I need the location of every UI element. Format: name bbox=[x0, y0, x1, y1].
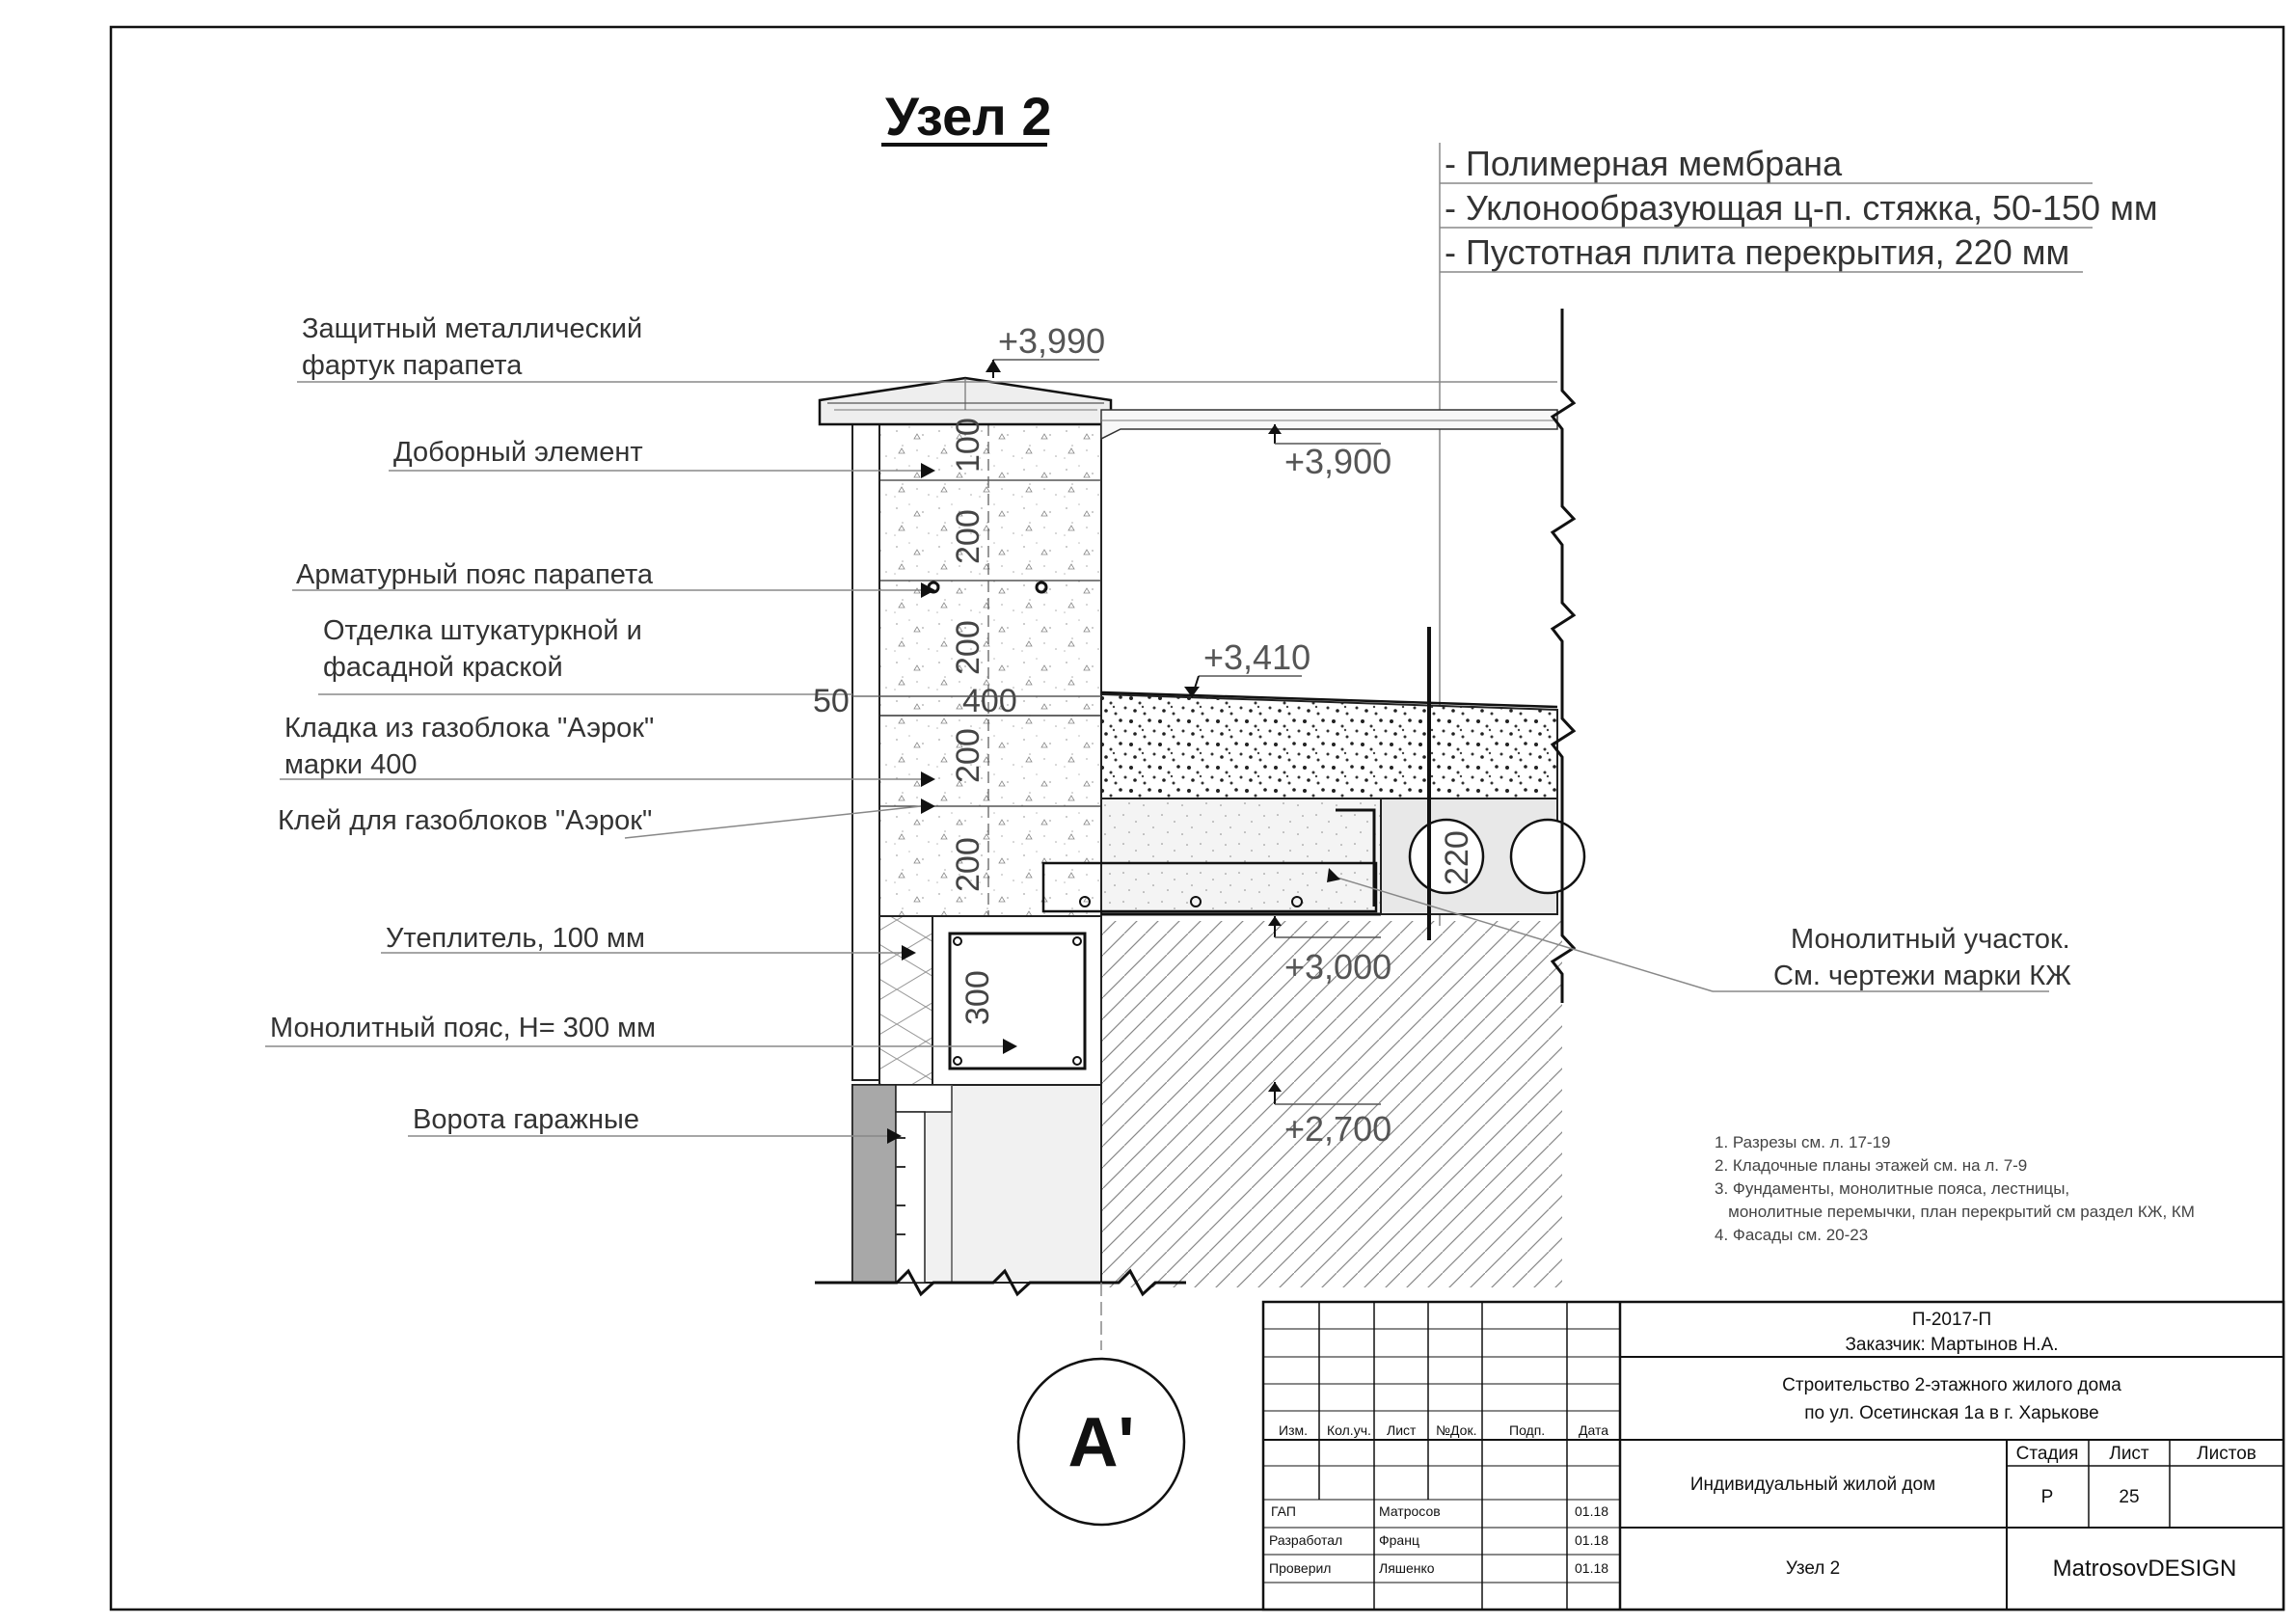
callout-garage-gates: Ворота гаражные bbox=[413, 1104, 639, 1135]
tb-project-code: П-2017-П bbox=[1912, 1310, 1991, 1330]
note-1: 1. Разрезы см. л. 17-19 bbox=[1715, 1133, 1890, 1151]
callout-insulation: Утеплитель, 100 мм bbox=[386, 923, 645, 954]
dim-200-a: 200 bbox=[950, 509, 986, 564]
notes: 1. Разрезы см. л. 17-19 2. Кладочные пла… bbox=[1715, 1133, 2195, 1244]
drawing-title: Узел 2 bbox=[885, 86, 1052, 147]
wall-assembly bbox=[815, 376, 1562, 1350]
tb-stage-header: Стадия bbox=[2016, 1444, 2079, 1464]
roof-assembly bbox=[1041, 309, 1586, 1003]
sloped-screed bbox=[1100, 692, 1558, 799]
tb-name-gap: Матросов bbox=[1379, 1503, 1441, 1519]
elevation-3410: +3,410 bbox=[1203, 637, 1310, 677]
note-4: 4. Фасады см. 20-23 bbox=[1715, 1226, 1868, 1244]
layer-screed: - Уклонообразующая ц-п. стяжка, 50-150 м… bbox=[1445, 188, 2158, 228]
tb-name-author: Франц bbox=[1379, 1532, 1419, 1548]
title-block: Изм. Кол.уч. Лист №Док. Подп. Дата ГАП М… bbox=[1261, 1300, 2285, 1611]
tb-date-checker: 01.18 bbox=[1575, 1560, 1608, 1576]
dim-220: 220 bbox=[1439, 830, 1475, 885]
callout-masonry-2: марки 400 bbox=[284, 749, 418, 780]
tb-sheet-header: Лист bbox=[2109, 1444, 2149, 1464]
tb-header-koluch: Кол.уч. bbox=[1327, 1422, 1371, 1438]
plaster-finish bbox=[851, 423, 880, 1081]
note-3: 3. Фундаменты, монолитные пояса, лестниц… bbox=[1715, 1179, 2069, 1198]
aerated-block-wall bbox=[878, 423, 1102, 917]
tb-header-podp: Подп. bbox=[1509, 1422, 1545, 1438]
callout-finish-1: Отделка штукатуркной и bbox=[323, 615, 642, 646]
tb-header-izm: Изм. bbox=[1279, 1422, 1308, 1438]
callout-masonry-1: Кладка из газоблока "Аэрок" bbox=[284, 713, 654, 744]
callout-extra-element: Доборный элемент bbox=[393, 437, 643, 468]
callout-apron-2: фартук парапета bbox=[302, 350, 523, 381]
tb-customer: Заказчик: Мартынов Н.А. bbox=[1845, 1335, 2058, 1355]
tb-date-author: 01.18 bbox=[1575, 1532, 1608, 1548]
tb-sheet-title: Узел 2 bbox=[1786, 1558, 1840, 1579]
layer-membrane: - Полимерная мембрана bbox=[1445, 144, 1843, 183]
elevation-3000: +3,000 bbox=[1284, 947, 1391, 987]
note-2: 2. Кладочные планы этажей см. на л. 7-9 bbox=[1715, 1156, 2027, 1175]
callout-finish-2: фасадной краской bbox=[323, 652, 563, 683]
roof-layer-list: - Полимерная мембрана - Уклонообразующая… bbox=[1439, 143, 2158, 926]
callouts: Защитный металлический фартук парапета Д… bbox=[265, 313, 2071, 1144]
dim-200-b: 200 bbox=[950, 620, 986, 675]
dim-200-c: 200 bbox=[950, 728, 986, 783]
elevation-marks: +3,990 +3,900 +3,410 +3,000 +2,700 bbox=[986, 321, 1391, 1149]
layer-slab: - Пустотная плита перекрытия, 220 мм bbox=[1445, 232, 2069, 272]
sheet-frame bbox=[109, 25, 2285, 1611]
section-mark-label: A' bbox=[1067, 1404, 1134, 1481]
dim-50: 50 bbox=[813, 683, 850, 719]
tb-role-author: Разработал bbox=[1269, 1532, 1342, 1548]
dim-400: 400 bbox=[962, 683, 1017, 719]
tb-role-checker: Проверил bbox=[1269, 1560, 1331, 1576]
tb-sheets-header: Листов bbox=[2197, 1444, 2256, 1464]
callout-monolithic-1: Монолитный участок. bbox=[1791, 924, 2070, 955]
dimensions: 100 200 200 200 200 300 400 50 220 bbox=[813, 418, 1475, 1025]
tb-date-gap: 01.18 bbox=[1575, 1503, 1608, 1519]
section-mark-circle bbox=[1016, 1357, 1186, 1527]
tb-object: Индивидуальный жилой дом bbox=[1690, 1475, 1935, 1495]
elevation-2700: +2,700 bbox=[1284, 1109, 1391, 1149]
tb-project-line-1: Строительство 2-этажного жилого дома bbox=[1782, 1375, 2121, 1395]
tb-header-ndok: №Док. bbox=[1436, 1422, 1476, 1438]
garage-gate bbox=[851, 1084, 897, 1284]
dim-200-d: 200 bbox=[950, 837, 986, 892]
callout-apron-1: Защитный металлический bbox=[302, 313, 642, 344]
elevation-3990: +3,990 bbox=[998, 321, 1105, 361]
monolithic-section bbox=[1100, 798, 1382, 915]
insulation-layer bbox=[878, 915, 933, 1086]
tb-header-data: Дата bbox=[1579, 1422, 1608, 1438]
monolithic-belt bbox=[932, 915, 1102, 1086]
tb-sheet-number: 25 bbox=[2119, 1487, 2139, 1507]
tb-company: MatrosovDESIGN bbox=[2053, 1556, 2237, 1582]
callout-reinforcement: Арматурный пояс парапета bbox=[296, 559, 654, 590]
callout-glue: Клей для газоблоков "Аэрок" bbox=[278, 805, 652, 836]
tb-name-checker: Ляшенко bbox=[1379, 1560, 1435, 1576]
elevation-3900: +3,900 bbox=[1284, 442, 1391, 481]
tb-project-line-2: по ул. Осетинская 1а в г. Харькове bbox=[1804, 1403, 2098, 1423]
tb-stage: Р bbox=[2041, 1487, 2054, 1507]
dim-100: 100 bbox=[950, 418, 986, 473]
callout-monolithic-2: См. чертежи марки КЖ bbox=[1773, 961, 2071, 991]
callout-monolithic-belt: Монолитный пояс, H= 300 мм bbox=[270, 1013, 656, 1043]
tb-role-gap: ГАП bbox=[1271, 1503, 1296, 1519]
dim-300: 300 bbox=[959, 970, 996, 1025]
note-3-cont: монолитные перемычки, план перекрытий см… bbox=[1715, 1203, 2195, 1221]
tb-header-list: Лист bbox=[1387, 1422, 1417, 1438]
